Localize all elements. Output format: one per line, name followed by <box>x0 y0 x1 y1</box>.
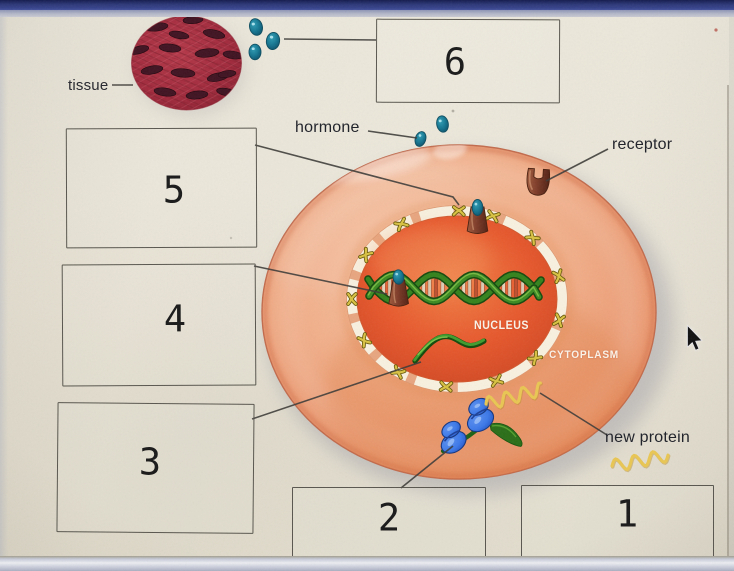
page-right-edge <box>727 85 729 556</box>
label-receptor: receptor <box>612 136 673 153</box>
answer-box-5[interactable]: 5 <box>65 127 258 249</box>
bottom-bar <box>0 556 734 571</box>
new-protein-sample-squiggle <box>610 450 671 473</box>
answer-box-1-number: 1 <box>615 492 639 536</box>
answer-box-4-number: 4 <box>163 297 187 341</box>
cursor-icon <box>687 324 703 351</box>
label-hormone: hormone <box>295 119 360 136</box>
line-hormone-label <box>367 130 418 139</box>
label-nucleus: NUCLEUS <box>474 320 530 332</box>
label-tissue: tissue <box>68 77 109 94</box>
line-receptor-label <box>545 148 609 182</box>
answer-box-6[interactable]: 6 <box>375 18 561 104</box>
line-box6-hormones <box>283 38 377 41</box>
top-bar <box>0 0 734 10</box>
answer-box-2-number: 2 <box>377 496 401 540</box>
label-cytoplasm: CYTOPLASM <box>549 349 619 361</box>
answer-box-3[interactable]: 3 <box>56 402 255 534</box>
page-right-edge-shade <box>729 17 734 556</box>
label-new-protein: new protein <box>605 429 690 446</box>
answer-box-4[interactable]: 4 <box>61 263 257 387</box>
top-band <box>0 10 734 17</box>
answer-box-5-number: 5 <box>162 168 186 212</box>
answer-box-3-number: 3 <box>138 440 162 484</box>
answer-box-6-number: 6 <box>443 40 467 84</box>
